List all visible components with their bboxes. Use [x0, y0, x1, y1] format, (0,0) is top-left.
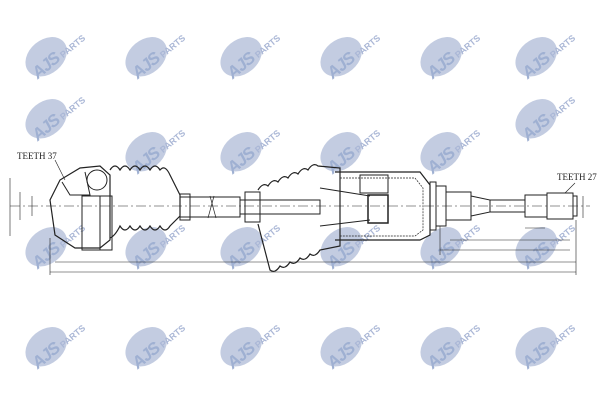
stub-shaft: [445, 191, 578, 221]
outer-cv-joint: [49, 165, 113, 251]
inner-boot: [257, 164, 341, 272]
left-teeth-label: TEETH 37: [17, 151, 57, 161]
shaft: [179, 191, 321, 223]
dimension-lines: [9, 159, 584, 275]
outer-boot: [109, 165, 181, 239]
right-teeth-label: TEETH 27: [557, 172, 597, 182]
